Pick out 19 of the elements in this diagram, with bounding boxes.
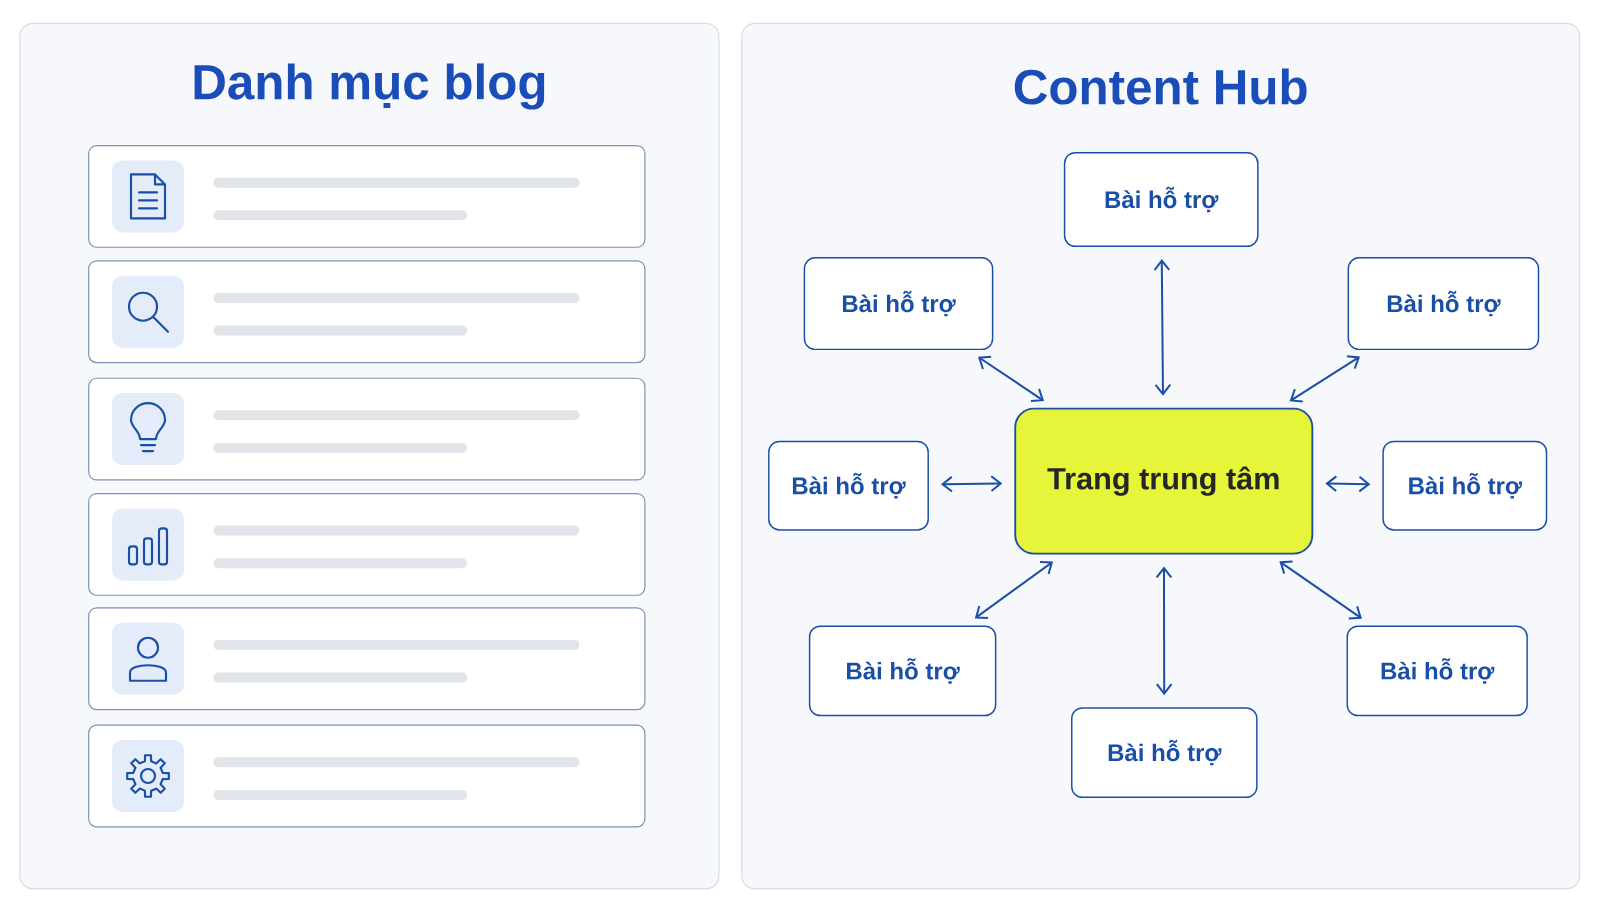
hub-box: Trang trung tâm xyxy=(1014,407,1314,555)
double-arrow xyxy=(1289,355,1361,403)
double-arrow xyxy=(940,475,1003,493)
double-arrow xyxy=(1325,475,1371,493)
double-arrow xyxy=(977,355,1045,403)
article-box: Bài hỗ trợ xyxy=(1346,625,1528,717)
article-box: Bài hỗ trợ xyxy=(808,625,997,717)
article-box: Bài hỗ trợ xyxy=(1347,257,1540,351)
double-arrow xyxy=(1153,259,1172,396)
double-arrow xyxy=(974,561,1054,619)
article-box: Bài hỗ trợ xyxy=(1382,440,1548,531)
panel-title: Danh mục blog xyxy=(194,63,545,110)
double-arrow xyxy=(1155,566,1173,696)
article-box: Bài hỗ trợ xyxy=(1063,152,1259,247)
article-box: Bài hỗ trợ xyxy=(768,440,929,531)
article-box: Bài hỗ trợ xyxy=(803,257,994,351)
article-box: Bài hỗ trợ xyxy=(1071,707,1258,799)
double-arrow xyxy=(1279,560,1362,620)
panel-title: Content Hub xyxy=(1014,68,1307,105)
